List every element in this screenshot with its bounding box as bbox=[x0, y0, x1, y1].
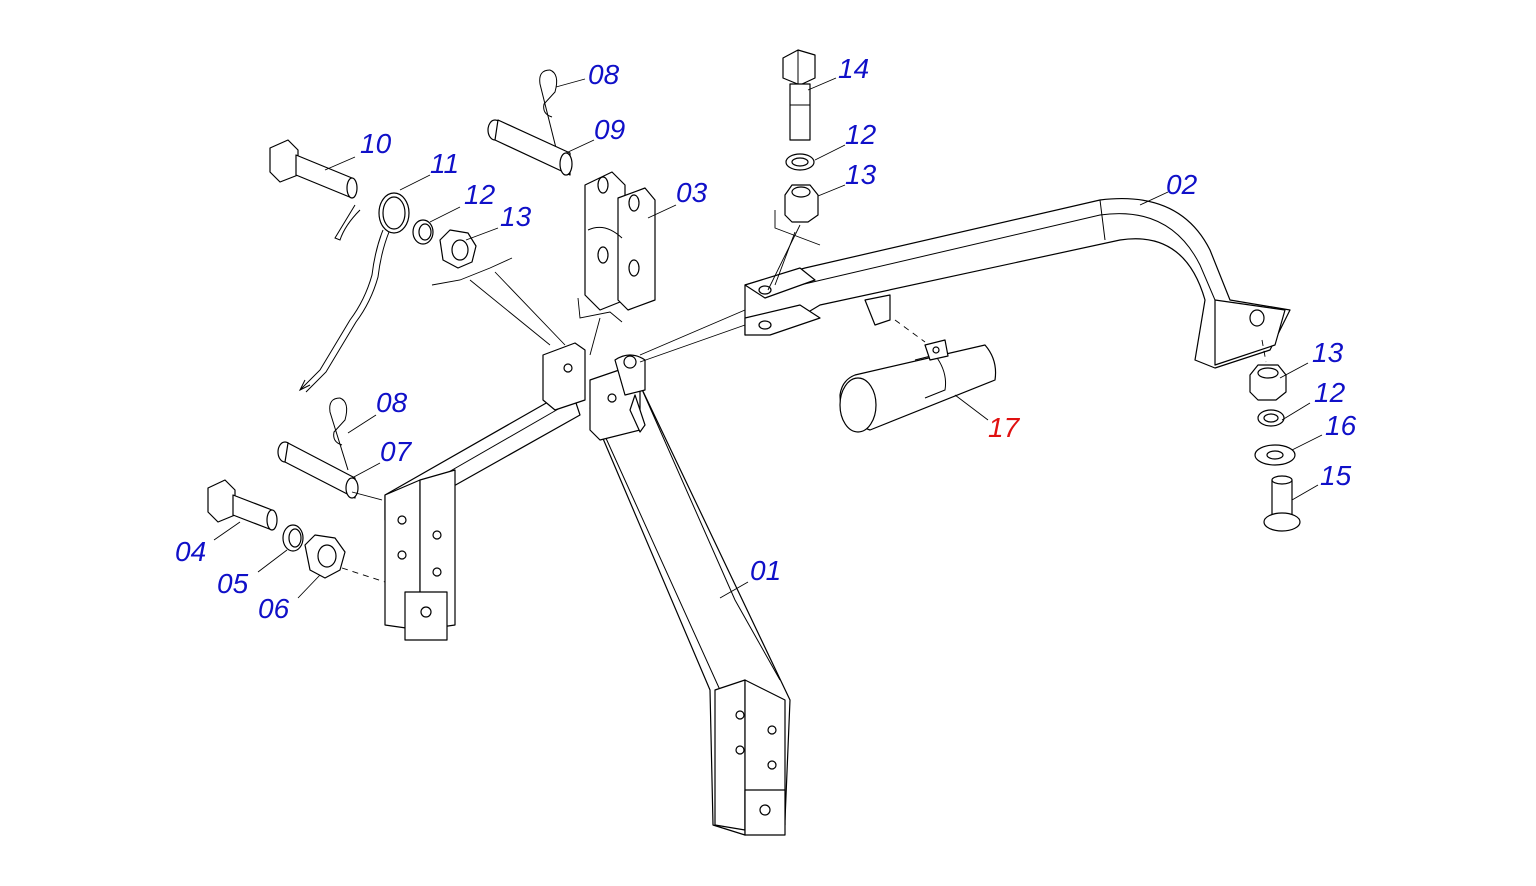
part-12-washer-left[interactable] bbox=[412, 219, 434, 245]
part-08-spring-clip-lower[interactable] bbox=[329, 397, 349, 471]
callout-12-right[interactable]: 12 bbox=[1314, 377, 1346, 408]
part-14-bolt-top[interactable] bbox=[782, 49, 816, 141]
part-17-cylinder-holder[interactable] bbox=[839, 339, 997, 433]
callout-labels: 01 02 03 04 05 06 07 08 08 09 10 11 12 1… bbox=[175, 53, 1357, 624]
callout-11[interactable]: 11 bbox=[430, 148, 459, 179]
part-02-top-rail[interactable] bbox=[744, 198, 1291, 369]
part-07-pin[interactable] bbox=[277, 441, 359, 499]
callout-07[interactable]: 07 bbox=[380, 436, 413, 467]
part-13-nut-right[interactable] bbox=[1249, 364, 1287, 401]
callout-12-left[interactable]: 12 bbox=[464, 179, 496, 210]
callout-12-top[interactable]: 12 bbox=[845, 119, 877, 150]
part-15-carriage-bolt[interactable] bbox=[1263, 475, 1301, 532]
callout-08-upper[interactable]: 08 bbox=[588, 59, 620, 90]
part-11-ring-chain[interactable] bbox=[298, 192, 410, 393]
callout-15[interactable]: 15 bbox=[1320, 460, 1352, 491]
callout-03[interactable]: 03 bbox=[676, 177, 708, 208]
callout-04[interactable]: 04 bbox=[175, 536, 206, 567]
part-05-washer[interactable] bbox=[282, 524, 304, 552]
callout-13-left[interactable]: 13 bbox=[500, 201, 532, 232]
callout-14[interactable]: 14 bbox=[838, 53, 869, 84]
callout-05[interactable]: 05 bbox=[217, 568, 249, 599]
part-16-flat-washer[interactable] bbox=[1254, 444, 1296, 466]
part-01-main-frame[interactable] bbox=[384, 342, 791, 836]
part-10-bolt[interactable] bbox=[269, 139, 358, 199]
part-09-pin[interactable] bbox=[487, 119, 573, 176]
part-03-clevis-bracket[interactable] bbox=[584, 171, 656, 311]
part-12-washer-top[interactable] bbox=[785, 153, 815, 171]
callout-13-right[interactable]: 13 bbox=[1312, 337, 1344, 368]
callout-17[interactable]: 17 bbox=[988, 412, 1021, 443]
callout-09[interactable]: 09 bbox=[594, 114, 625, 145]
part-13-nut-top[interactable] bbox=[784, 184, 819, 223]
callout-08-lower[interactable]: 08 bbox=[376, 387, 408, 418]
callout-13-top[interactable]: 13 bbox=[845, 159, 877, 190]
part-12-washer-right[interactable] bbox=[1257, 409, 1285, 427]
part-06-nut[interactable] bbox=[304, 534, 346, 579]
part-13-nut-left[interactable] bbox=[439, 229, 477, 269]
callout-16[interactable]: 16 bbox=[1325, 410, 1357, 441]
callout-leaders bbox=[213, 77, 1323, 599]
callout-01[interactable]: 01 bbox=[750, 555, 781, 586]
callout-10[interactable]: 10 bbox=[360, 128, 392, 159]
part-08-spring-clip-upper[interactable] bbox=[539, 69, 558, 149]
assembly-guide-lines bbox=[341, 210, 1267, 583]
callout-06[interactable]: 06 bbox=[258, 593, 290, 624]
callout-02[interactable]: 02 bbox=[1166, 169, 1198, 200]
part-04-bolt[interactable] bbox=[207, 479, 278, 531]
